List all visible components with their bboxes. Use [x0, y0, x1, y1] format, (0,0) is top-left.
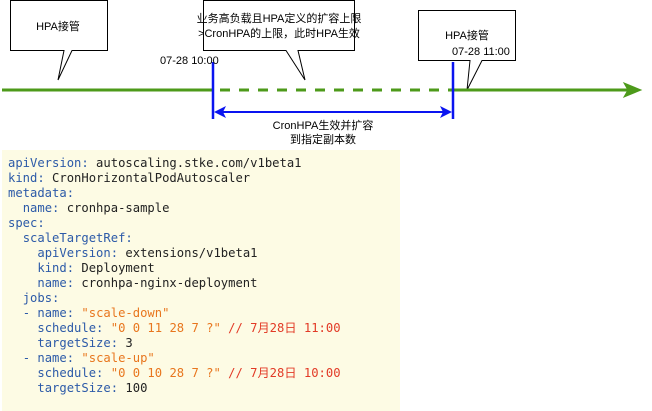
code-indent [8, 291, 23, 305]
yaml-code-block: apiVersion: autoscaling.stke.com/v1beta1… [2, 150, 400, 411]
code-line: spec: [2, 216, 400, 231]
start-time-label: 07-28 10:00 [160, 55, 219, 67]
code-line: name: cronhpa-sample [2, 201, 400, 216]
callout-hpa-after-text: HPA接管 [445, 28, 489, 42]
code-line: kind: CronHorizontalPodAutoscaler [2, 171, 400, 186]
callout-hpa-effective-line1: 业务高负载且HPA定义的扩容上限 [197, 11, 362, 25]
code-indent [8, 276, 37, 290]
code-line: apiVersion: autoscaling.stke.com/v1beta1 [2, 156, 400, 171]
code-indent [8, 231, 23, 245]
code-indent [8, 381, 37, 395]
code-string: "0 0 11 28 7 ?" [103, 321, 221, 335]
span-label-line2: 到指定副本数 [290, 132, 356, 146]
code-line: apiVersion: extensions/v1beta1 [2, 246, 400, 261]
code-string: "scale-up" [74, 351, 155, 365]
code-key: schedule: [37, 321, 104, 335]
code-string: "scale-down" [74, 306, 170, 320]
code-line: - name: "scale-up" [2, 351, 400, 366]
code-line: metadata: [2, 186, 400, 201]
code-key: apiVersion: [8, 156, 89, 170]
timeline-arrow-head [622, 81, 643, 99]
callout-hpa-before [10, 0, 108, 81]
code-line: name: cronhpa-nginx-deployment [2, 276, 400, 291]
code-key: - name: [22, 306, 75, 320]
code-indent [8, 336, 37, 350]
code-value: Deployment [74, 261, 155, 275]
code-value: cronhpa-sample [59, 201, 170, 215]
code-key: targetSize: [37, 381, 119, 395]
code-key: kind: [37, 261, 75, 275]
code-key: name: [22, 201, 60, 215]
code-indent [8, 351, 23, 365]
end-time-label: 07-28 11:00 [452, 46, 510, 58]
code-value: cronhpa-nginx-deployment [74, 276, 258, 290]
code-key: schedule: [37, 366, 104, 380]
code-indent [8, 201, 23, 215]
code-indent [8, 321, 37, 335]
code-value: CronHorizontalPodAutoscaler [44, 171, 251, 185]
span-arrow-right-head [440, 106, 452, 118]
code-comment: // 7月28日 11:00 [220, 321, 341, 335]
code-indent [8, 366, 37, 380]
code-key: - name: [22, 351, 75, 365]
code-key: metadata: [8, 186, 75, 200]
code-line: schedule: "0 0 10 28 7 ?" // 7月28日 10:00 [2, 366, 400, 381]
callout-hpa-effective-line2: >CronHPA的上限，此时HPA生效 [198, 26, 360, 40]
code-indent [8, 261, 37, 275]
code-indent [8, 306, 23, 320]
code-key: scaleTargetRef: [22, 231, 133, 245]
code-key: jobs: [22, 291, 60, 305]
code-indent [8, 246, 37, 260]
code-value: autoscaling.stke.com/v1beta1 [88, 156, 302, 170]
code-line: targetSize: 100 [2, 381, 400, 396]
code-value: extensions/v1beta1 [118, 246, 258, 260]
timeline-diagram: HPA接管 业务高负载且HPA定义的扩容上限 >CronHPA的上限，此时HPA… [2, 0, 643, 146]
callout-hpa-after [418, 10, 516, 91]
code-line: jobs: [2, 291, 400, 306]
code-string: "0 0 10 28 7 ?" [103, 366, 221, 380]
code-value: 3 [118, 336, 133, 350]
code-key: kind: [8, 171, 45, 185]
span-arrow-left-head [214, 106, 226, 118]
code-comment: // 7月28日 10:00 [220, 366, 341, 380]
code-line: schedule: "0 0 11 28 7 ?" // 7月28日 11:00 [2, 321, 400, 336]
code-key: targetSize: [37, 336, 119, 350]
code-line: targetSize: 3 [2, 336, 400, 351]
code-key: name: [37, 276, 75, 290]
code-line: - name: "scale-down" [2, 306, 400, 321]
span-label-line1: CronHPA生效并扩容 [273, 118, 374, 132]
callout-hpa-before-text: HPA接管 [36, 19, 80, 33]
code-key: spec: [8, 216, 45, 230]
callout-hpa-effective [203, 0, 355, 81]
code-value: 100 [118, 381, 148, 395]
code-line: scaleTargetRef: [2, 231, 400, 246]
code-key: apiVersion: [37, 246, 119, 260]
code-line: kind: Deployment [2, 261, 400, 276]
